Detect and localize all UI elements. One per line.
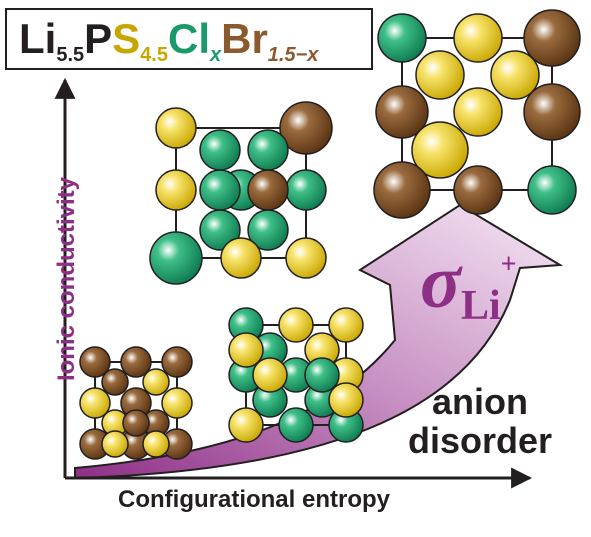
sulfur-atom (101, 430, 129, 458)
bromine-atom (523, 9, 581, 67)
y-axis-label: Ionic conductivity (53, 176, 80, 382)
sigma-symbol: σ (420, 240, 461, 324)
chlorine-atom (285, 169, 327, 211)
sulfur-atom (228, 407, 264, 443)
chlorine-atom (377, 13, 427, 63)
formula-br-sub: 1.5−x (267, 44, 319, 66)
formula-s: S (112, 15, 141, 62)
sulfur-atom (161, 387, 193, 419)
sulfur-atom (79, 387, 111, 419)
conductivity-arrow (74, 203, 564, 480)
bromine-atom (122, 409, 150, 437)
formula-cl-sub: x (209, 44, 222, 66)
sulfur-atom (142, 368, 170, 396)
bromine-atom (375, 85, 429, 139)
conductivity-symbol: σLi+ (420, 244, 517, 327)
sulfur-atom (411, 121, 469, 179)
formula-li: Li (19, 15, 57, 62)
bromine-atom (373, 161, 431, 219)
bromine-atom (79, 346, 111, 378)
bromine-atom (279, 101, 333, 155)
formula-cl: Cl (167, 15, 210, 62)
crystal-ordered-small (79, 346, 193, 460)
formula-br: Br (221, 15, 268, 62)
x-axis-label: Configurational entropy (118, 486, 390, 513)
chlorine-atom (247, 129, 289, 171)
bromine-atom (453, 165, 503, 215)
sulfur-atom (142, 430, 170, 458)
bromine-atom (101, 368, 129, 396)
sulfur-atom (415, 50, 465, 100)
sigma-species: Li (460, 283, 501, 329)
sulfur-atom (252, 357, 288, 393)
sulfur-atom (490, 50, 540, 100)
bromine-atom (120, 346, 152, 378)
sulfur-atom (453, 87, 503, 137)
sulfur-atom (155, 169, 197, 211)
chlorine-atom (199, 129, 241, 171)
formula-p: P (84, 15, 113, 62)
bromine-atom (523, 83, 581, 141)
sulfur-atom (328, 382, 364, 418)
chlorine-atom (149, 231, 203, 285)
chlorine-atom (199, 169, 241, 211)
sigma-charge: + (500, 249, 517, 280)
sulfur-atom (220, 237, 262, 279)
formula-li-sub: 5.5 (56, 44, 85, 66)
crystal-upper-mixed (149, 101, 333, 285)
sulfur-atom (155, 107, 197, 149)
sulfur-atom (453, 13, 503, 63)
sulfur-atom (328, 307, 364, 343)
anion-label: anion (432, 381, 528, 422)
chlorine-atom (527, 165, 577, 215)
formula-box: Li5.5PS4.5ClxBr1.5−x (5, 8, 373, 70)
bromine-atom (161, 346, 193, 378)
atoms-layer (79, 9, 581, 460)
sulfur-atom (285, 237, 327, 279)
crystal-large-disorder (373, 9, 581, 219)
chemical-formula: Li5.5PS4.5ClxBr1.5−x (19, 15, 319, 66)
formula-s-sub: 4.5 (140, 44, 168, 66)
disorder-label: disorder (408, 420, 553, 461)
crystal-partial-disorder (228, 307, 364, 443)
chlorine-atom (278, 407, 314, 443)
bromine-atom (247, 169, 289, 211)
sulfur-atom (278, 307, 314, 343)
sulfur-atom (228, 332, 264, 368)
chlorine-atom (304, 357, 340, 393)
